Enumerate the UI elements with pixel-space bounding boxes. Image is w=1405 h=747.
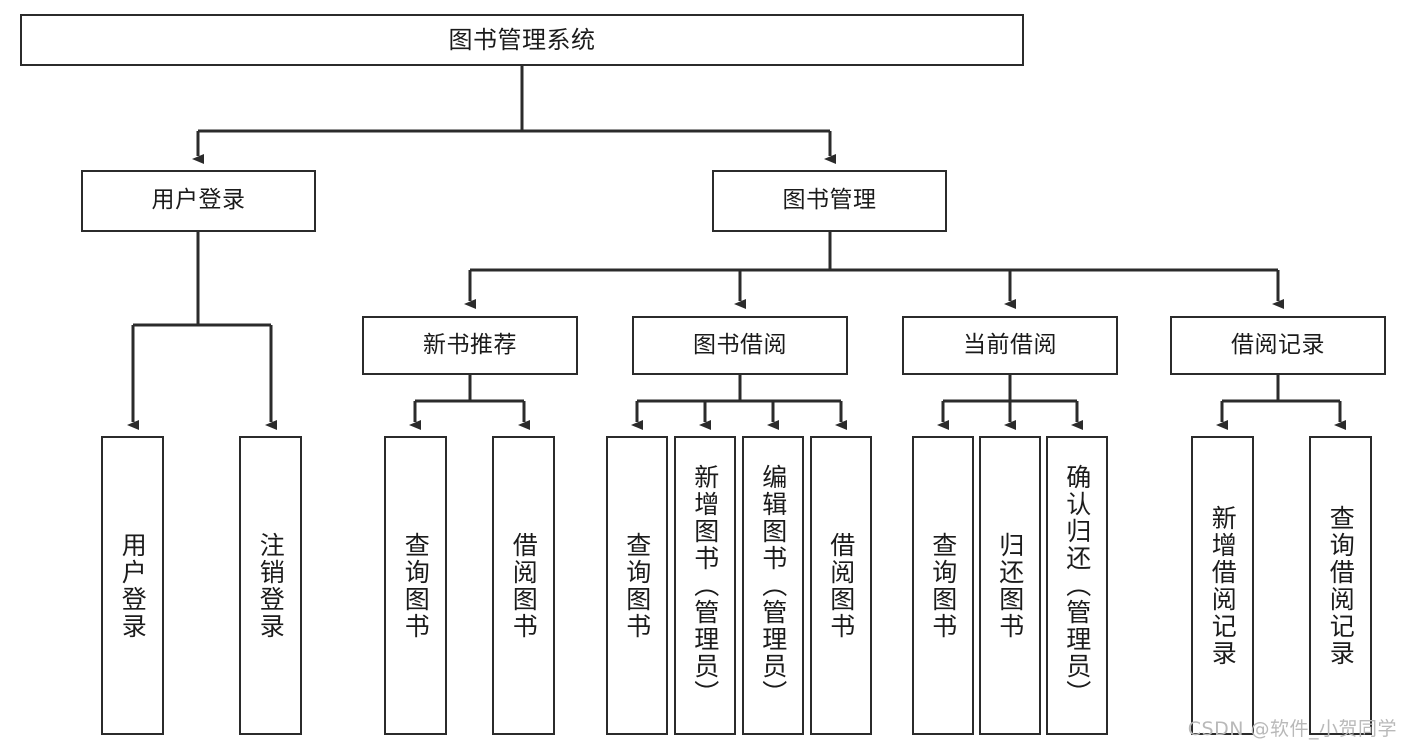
csdn-watermark: CSDN @软件_小贺同学 [1187, 718, 1397, 740]
leaf-current-query-book[interactable]: 查询图书 [912, 436, 974, 735]
node-label: 查询借阅记录 [1326, 504, 1356, 667]
node-label: 归还图书 [995, 531, 1025, 640]
node-label: 当前借阅 [963, 331, 1057, 358]
node-label: 注销登录 [256, 531, 286, 640]
leaf-current-return-book[interactable]: 归还图书 [979, 436, 1041, 735]
leaf-borrow-query-book[interactable]: 查询图书 [606, 436, 668, 735]
node-label: 图书借阅 [693, 331, 787, 358]
leaf-recommend-query-book[interactable]: 查询图书 [384, 436, 447, 735]
node-label: 用户登录 [151, 187, 246, 214]
node-label: 查询图书 [401, 531, 431, 640]
leaf-record-add-record[interactable]: 新增借阅记录 [1191, 436, 1254, 735]
node-label: 新增图书（管理员） [690, 464, 720, 707]
node-new-book-recommend[interactable]: 新书推荐 [362, 316, 578, 375]
leaf-record-query-record[interactable]: 查询借阅记录 [1309, 436, 1372, 735]
node-label: 图书管理系统 [448, 25, 596, 54]
node-borrow-record[interactable]: 借阅记录 [1170, 316, 1386, 375]
leaf-recommend-borrow-book[interactable]: 借阅图书 [492, 436, 555, 735]
node-label: 确认归还（管理员） [1062, 464, 1092, 707]
node-label: 新增借阅记录 [1208, 504, 1238, 667]
node-root-system[interactable]: 图书管理系统 [20, 14, 1024, 66]
node-book-borrow[interactable]: 图书借阅 [632, 316, 848, 375]
leaf-user-login-signin[interactable]: 用户登录 [101, 436, 164, 735]
node-label: 借阅图书 [509, 531, 539, 640]
leaf-current-confirm-return[interactable]: 确认归还（管理员） [1046, 436, 1108, 735]
node-label: 新书推荐 [423, 331, 517, 358]
node-label: 图书管理 [782, 187, 877, 214]
leaf-borrow-borrow-book[interactable]: 借阅图书 [810, 436, 872, 735]
node-label: 查询图书 [928, 531, 958, 640]
node-label: 用户登录 [118, 531, 148, 640]
leaf-borrow-edit-book[interactable]: 编辑图书（管理员） [742, 436, 804, 735]
node-current-borrow[interactable]: 当前借阅 [902, 316, 1118, 375]
node-label: 编辑图书（管理员） [758, 464, 788, 707]
node-label: 借阅记录 [1231, 331, 1325, 358]
node-label: 查询图书 [622, 531, 652, 640]
leaf-borrow-add-book[interactable]: 新增图书（管理员） [674, 436, 736, 735]
leaf-user-login-signout[interactable]: 注销登录 [239, 436, 302, 735]
node-book-management[interactable]: 图书管理 [712, 170, 947, 232]
node-label: 借阅图书 [826, 531, 856, 640]
node-user-login[interactable]: 用户登录 [81, 170, 316, 232]
